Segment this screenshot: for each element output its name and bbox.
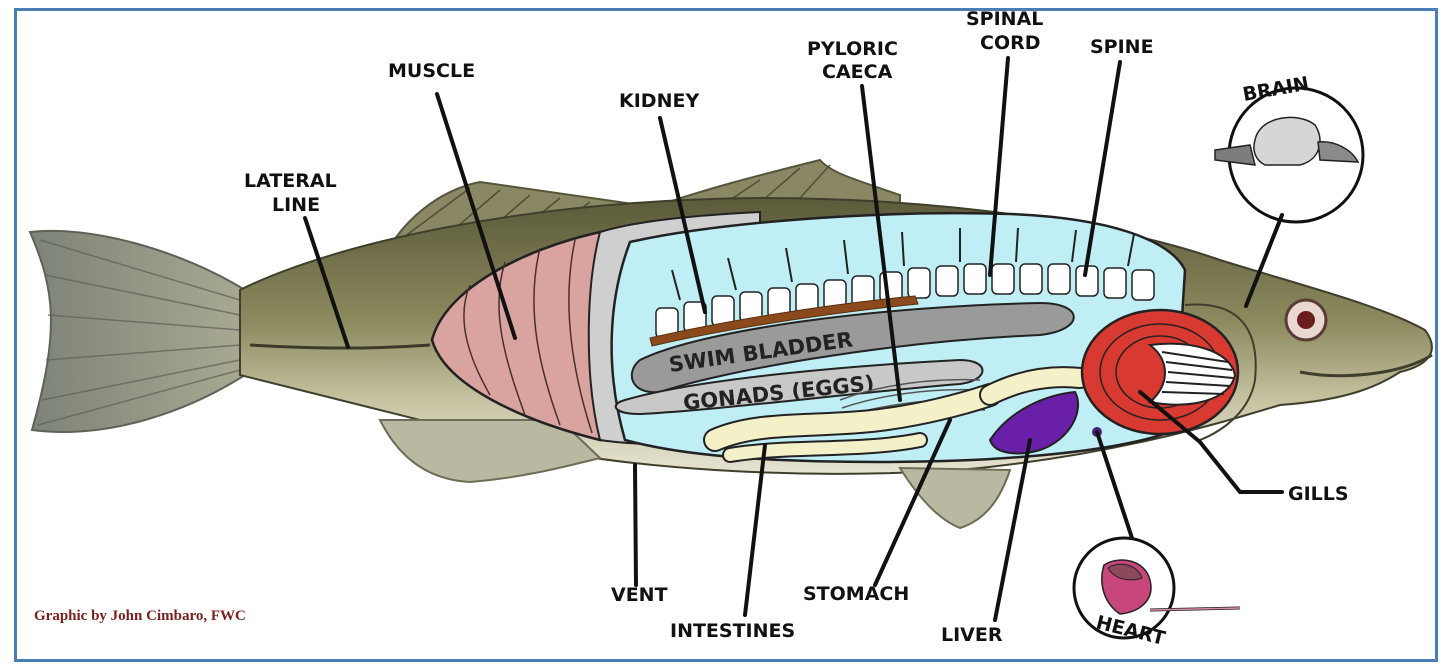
leader-intestines xyxy=(743,443,767,617)
label-pyloric-caeca-2: CAECA xyxy=(822,61,893,83)
leader-heart xyxy=(1095,430,1134,540)
label-stomach: STOMACH xyxy=(803,583,909,605)
leader-stomach xyxy=(873,418,952,587)
brain-inset xyxy=(1214,86,1365,224)
anal-fin xyxy=(378,419,603,484)
leader-gills xyxy=(1138,390,1284,494)
graphic-credit: Graphic by John Cimbaro, FWC xyxy=(34,608,246,624)
label-lateral-line-2: LINE xyxy=(272,194,320,216)
intestines xyxy=(703,366,1091,463)
label-lateral-line-1: LATERAL xyxy=(244,170,337,192)
neural-spines xyxy=(671,227,1135,301)
label-liver: LIVER xyxy=(941,624,1003,646)
label-spinal-cord-2: CORD xyxy=(980,32,1041,54)
label-kidney: KIDNEY xyxy=(619,90,699,112)
label-pyloric-caeca-1: PYLORIC xyxy=(807,38,898,60)
liver xyxy=(988,390,1080,455)
label-muscle: MUSCLE xyxy=(388,60,475,82)
heart-inset xyxy=(1072,536,1241,640)
leader-vent xyxy=(633,463,638,587)
gills xyxy=(1080,308,1240,436)
pelvic-fin xyxy=(898,466,1012,530)
gonads xyxy=(614,358,984,416)
leader-kidney xyxy=(658,116,707,314)
lateral-line xyxy=(249,343,431,350)
tail-fin xyxy=(28,229,246,433)
label-spine: SPINE xyxy=(1090,36,1154,58)
spine xyxy=(655,263,1155,339)
leader-lateral-line xyxy=(303,216,350,349)
leader-pyloric-caeca xyxy=(860,84,902,402)
leader-liver xyxy=(993,438,1032,622)
leader-brain xyxy=(1244,213,1284,308)
mouth xyxy=(1299,353,1433,378)
label-spinal-cord-1: SPINAL xyxy=(966,8,1043,30)
leader-spinal-cord xyxy=(988,56,1010,277)
kidney xyxy=(649,295,919,347)
leader-spine xyxy=(1083,60,1122,277)
label-intestines: INTESTINES xyxy=(670,620,795,642)
leader-muscle xyxy=(435,92,517,340)
label-gills: GILLS xyxy=(1288,483,1349,505)
label-vent: VENT xyxy=(611,584,668,606)
operculum xyxy=(1184,303,1257,441)
